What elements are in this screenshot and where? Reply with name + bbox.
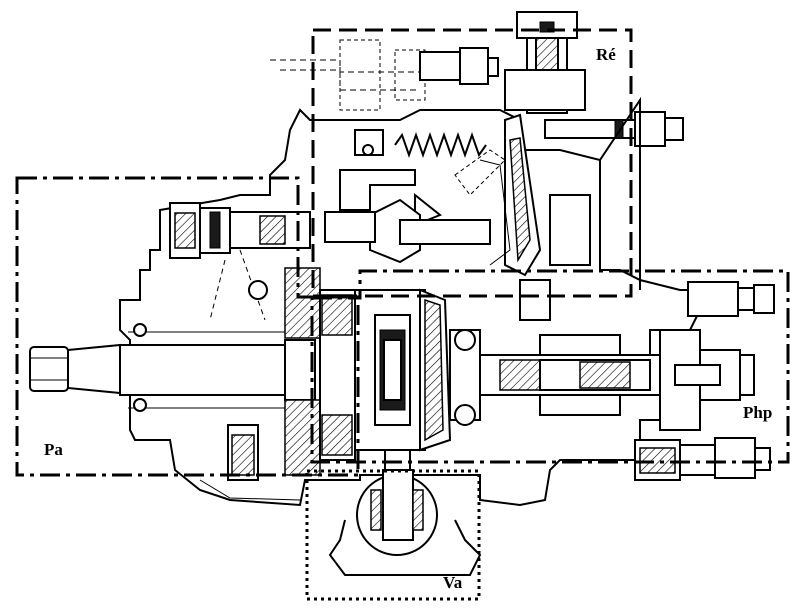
distributor-plunger — [449, 329, 661, 426]
regulator-zone-boundary — [311, 28, 633, 298]
governor-lever — [479, 113, 591, 277]
valve-zone-boundary — [305, 469, 481, 601]
adjusting-screw — [544, 111, 684, 147]
solenoid-valve — [504, 11, 586, 114]
label-valve: Va — [443, 573, 463, 592]
pump-head — [659, 329, 755, 431]
stop-screw — [419, 47, 499, 85]
drain-plug — [227, 424, 259, 481]
control-arm — [519, 96, 641, 321]
cam-plate — [354, 288, 452, 452]
label-high-pressure-pump: Php — [743, 403, 772, 422]
inlet-fitting — [169, 202, 311, 300]
drive-shaft — [29, 323, 316, 412]
outlet-fitting-lower — [634, 437, 771, 481]
solenoid-valve-lower — [356, 449, 438, 556]
flyweight-governor — [324, 169, 491, 264]
label-feed-pump: Pa — [44, 440, 63, 459]
high-pressure-pump-zone-boundary — [310, 269, 790, 464]
governor-spring — [354, 129, 487, 159]
outlet-fitting-upper — [687, 281, 775, 317]
label-regulator: Ré — [596, 45, 616, 64]
